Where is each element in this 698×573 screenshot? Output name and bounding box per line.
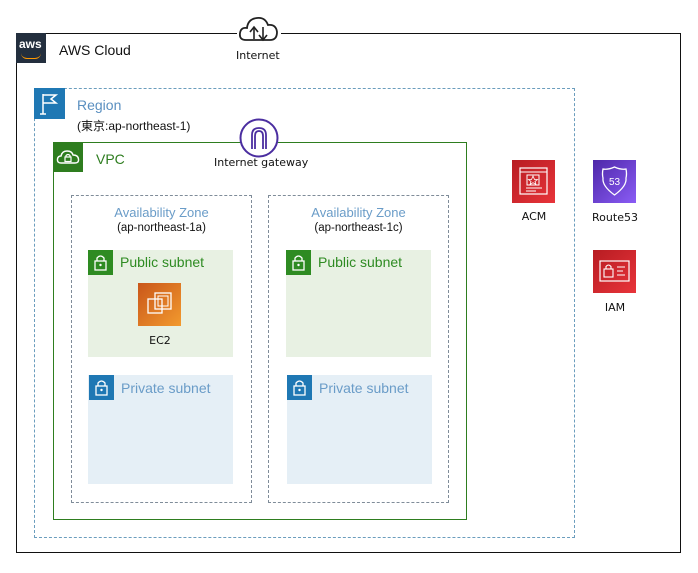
aws-smile bbox=[21, 53, 41, 59]
ec2-icon bbox=[138, 283, 181, 326]
aws-logo-text: aws bbox=[19, 37, 42, 51]
availability-zone-1a bbox=[71, 195, 252, 503]
internet-gateway-icon bbox=[239, 118, 279, 158]
availability-zone-1c bbox=[268, 195, 449, 503]
region-group bbox=[34, 88, 575, 538]
vpc-cloud-lock-icon bbox=[53, 142, 83, 172]
vpc-title: VPC bbox=[96, 151, 125, 167]
region-flag-icon bbox=[34, 88, 65, 119]
lock-icon bbox=[286, 250, 311, 275]
aws-cloud-title: AWS Cloud bbox=[59, 42, 131, 58]
svg-text:53: 53 bbox=[609, 177, 621, 188]
acm-label: ACM bbox=[521, 210, 547, 223]
public-subnet-title: Public subnet bbox=[318, 254, 403, 270]
private-subnet-title: Private subnet bbox=[121, 380, 211, 396]
az-title: Availability Zone bbox=[114, 205, 209, 220]
acm-certificate-icon bbox=[512, 160, 555, 203]
aws-logo-icon: aws bbox=[16, 33, 46, 63]
internet-label: Internet bbox=[236, 49, 280, 62]
lock-icon bbox=[287, 375, 312, 400]
ec2-label: EC2 bbox=[149, 334, 171, 347]
route53-label: Route53 bbox=[592, 211, 638, 224]
az-subtitle: (ap-northeast-1c) bbox=[314, 222, 403, 234]
route53-icon: 53 bbox=[593, 160, 636, 203]
public-subnet-title: Public subnet bbox=[120, 254, 205, 270]
internet-cloud-icon bbox=[237, 14, 281, 44]
internet-gateway-label: Internet gateway bbox=[214, 156, 309, 169]
az-title: Availability Zone bbox=[311, 205, 406, 220]
lock-icon bbox=[88, 250, 113, 275]
region-title: Region bbox=[77, 97, 122, 113]
lock-icon bbox=[89, 375, 114, 400]
az-subtitle: (ap-northeast-1a) bbox=[117, 222, 206, 234]
region-subtitle: (東京:ap-northeast-1) bbox=[77, 119, 191, 133]
iam-label: IAM bbox=[604, 301, 626, 314]
iam-icon bbox=[593, 250, 636, 293]
aws-cloud-group bbox=[16, 33, 681, 553]
private-subnet-title: Private subnet bbox=[319, 380, 409, 396]
